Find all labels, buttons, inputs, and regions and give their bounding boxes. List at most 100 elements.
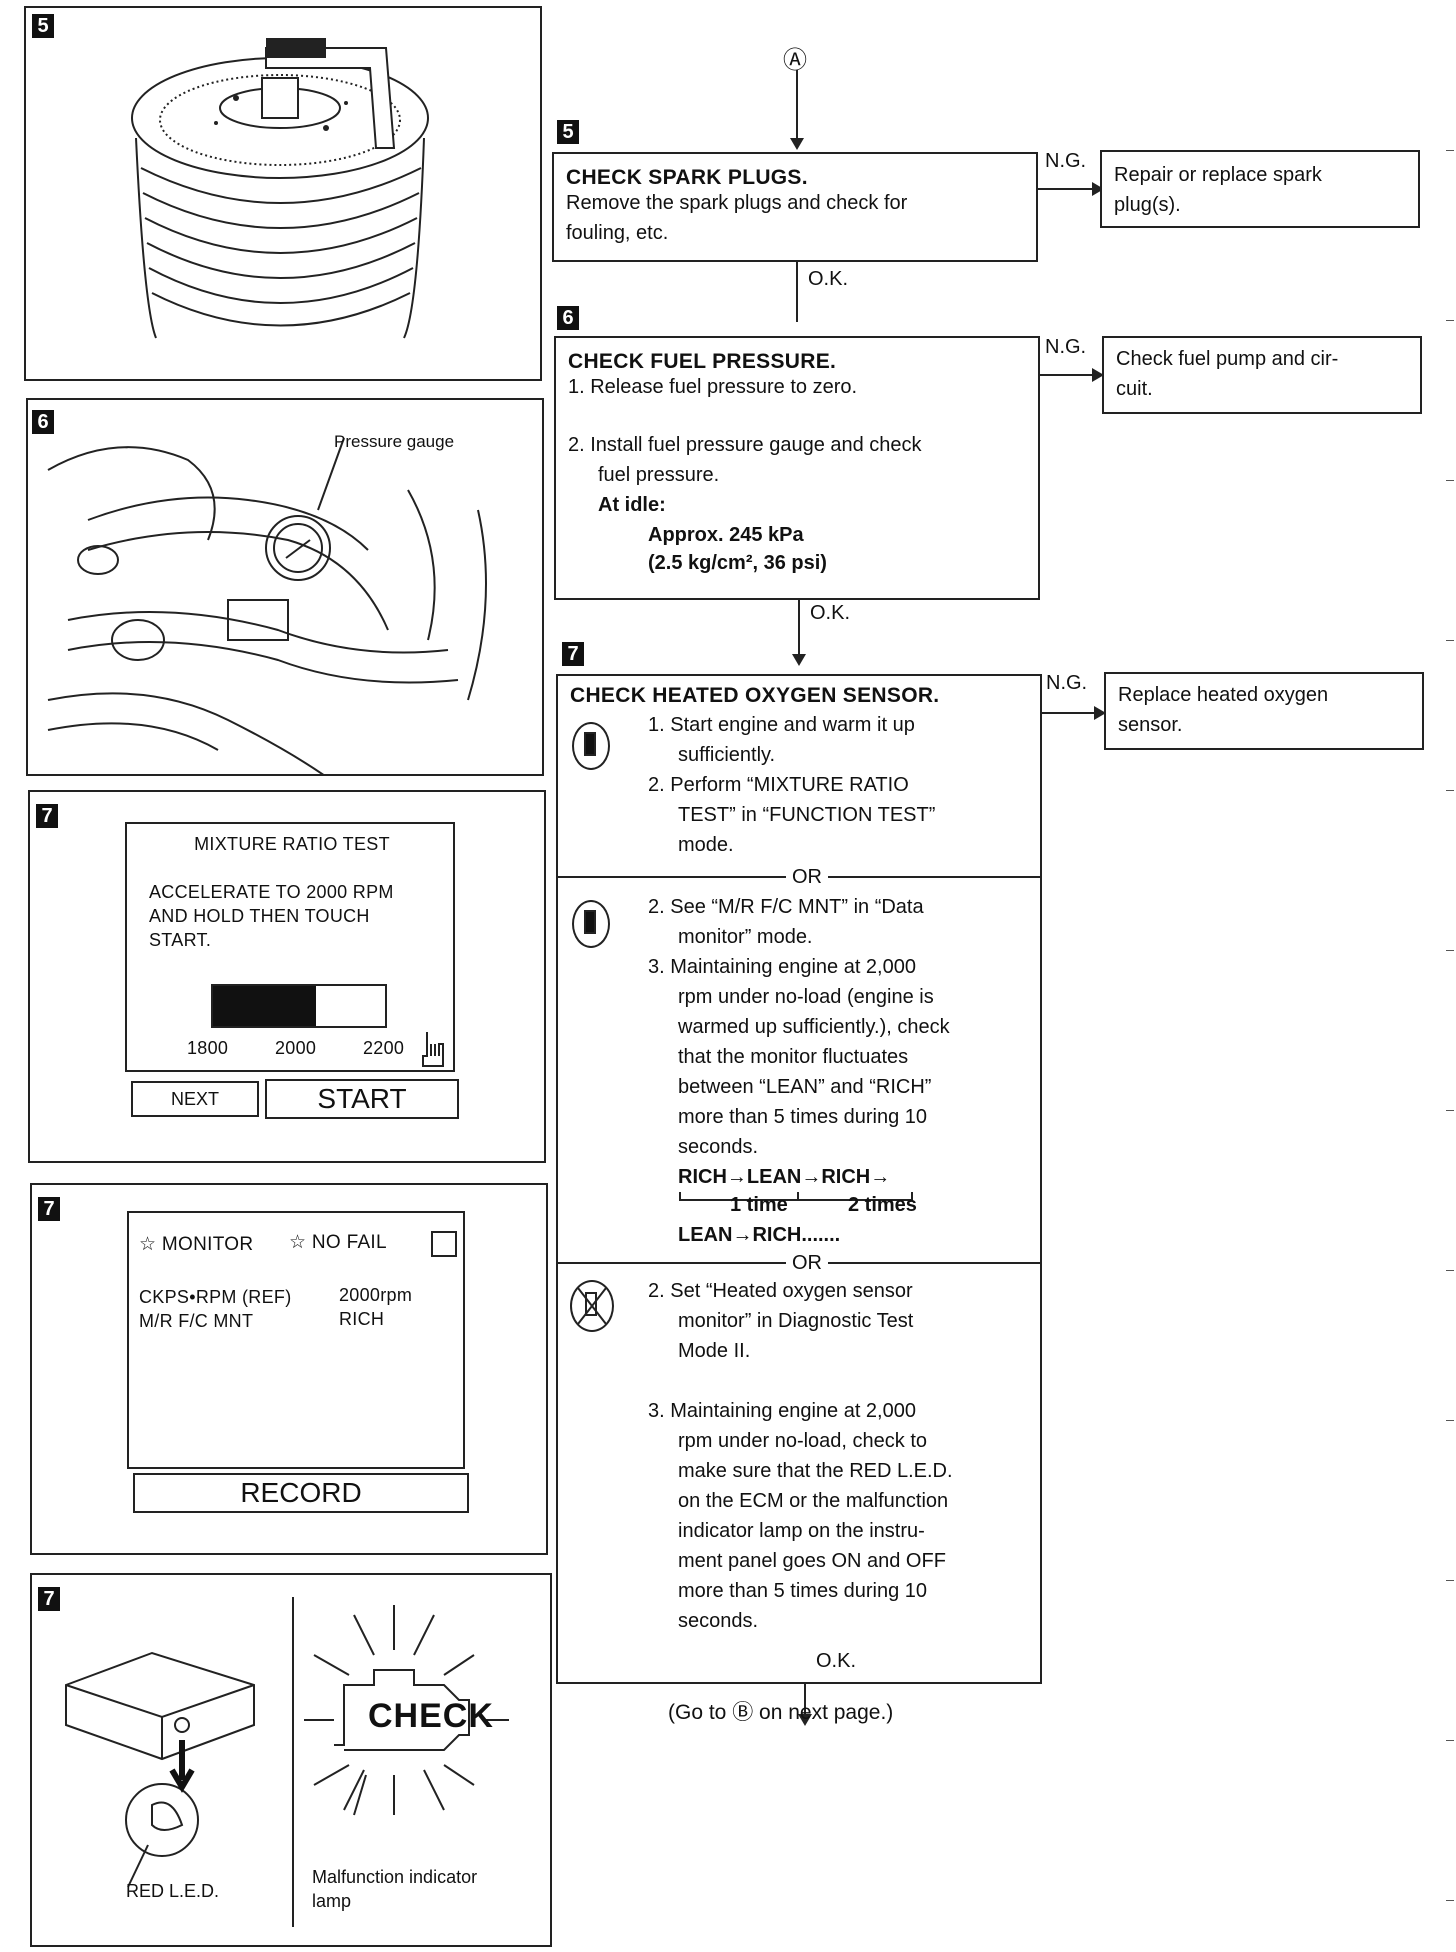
ok-label: O.K. <box>808 268 849 290</box>
margin-tick <box>1446 950 1454 951</box>
screen-instruction-2: AND HOLD THEN TOUCH <box>149 906 370 926</box>
sequence-brace <box>679 1192 913 1201</box>
ok-label: O.K. <box>810 602 851 624</box>
step6-ng-box: Check fuel pump and cir- cuit. <box>1102 336 1422 414</box>
a2-line3: mode. <box>678 834 734 856</box>
ng-action-2: sensor. <box>1118 714 1183 736</box>
margin-tick <box>1446 790 1454 791</box>
c3-line1: 3. Maintaining engine at 2,000 <box>648 1400 916 1422</box>
start-button[interactable]: START <box>265 1079 459 1119</box>
flow-arrow <box>796 70 798 144</box>
b2-line1: 2. See “M/R F/C MNT” in “Data <box>648 896 924 918</box>
step7-ng-box: Replace heated oxygen sensor. <box>1104 672 1424 750</box>
spark-plug-illustration <box>131 38 429 339</box>
no-fail-label: ☆ NO FAIL <box>289 1232 387 1253</box>
c3-line4: on the ECM or the malfunction <box>678 1490 949 1512</box>
monitor-row-value: 2000rpm <box>339 1285 413 1305</box>
margin-tick <box>1446 1110 1454 1111</box>
figure-badge: 7 <box>38 1197 60 1221</box>
mil-label-line1: Malfunction indicator <box>312 1867 478 1887</box>
mixture-ratio-test-figure: 7 MIXTURE RATIO TEST ACCELERATE TO 2000 … <box>28 790 546 1163</box>
one-time-label: 1 time <box>730 1194 788 1216</box>
b3-line7: seconds. <box>678 1136 759 1158</box>
a2-line1: 2. Perform “MIXTURE RATIO <box>648 774 909 796</box>
sequence-2: LEAN→RICH....... <box>678 1224 841 1246</box>
ng-arrow <box>1040 374 1096 376</box>
margin-tick <box>1446 1740 1454 1741</box>
step6-item2-2: fuel pressure. <box>598 464 720 486</box>
step5-box: CHECK SPARK PLUGS. Remove the spark plug… <box>552 152 1038 262</box>
ng-arrow <box>1042 712 1098 714</box>
start-marker: Ⓐ <box>783 47 807 74</box>
check-lamp-illustration <box>304 1605 509 1816</box>
step5-body-1: Remove the spark plugs and check for <box>566 192 908 214</box>
flow-arrow <box>804 1684 806 1720</box>
margin-tick <box>1446 150 1454 151</box>
step-badge: 5 <box>557 120 579 144</box>
margin-tick <box>1446 320 1454 321</box>
check-lamp-text: CHECK <box>368 1697 494 1735</box>
gauge-mid-label: 2000 <box>275 1038 317 1058</box>
monitor-screen: ☆ MONITOR ☆ NO FAIL CKPS•RPM (REF) 2000r… <box>127 1211 465 1469</box>
led-check-lamp-figure: 7 RED L.E.D. <box>30 1573 552 1947</box>
c2-line3: Mode II. <box>678 1340 751 1362</box>
ng-label: N.G. <box>1046 672 1088 694</box>
c3-line3: make sure that the RED L.E.D. <box>678 1460 953 1482</box>
screen-instruction-1: ACCELERATE TO 2000 RPM <box>149 882 394 902</box>
monitor-label: ☆ MONITOR <box>139 1234 254 1255</box>
go-to-next-page: (Go to Ⓑ on next page.) <box>668 1701 894 1724</box>
or-label: OR <box>786 1252 828 1275</box>
gauge-min-label: 1800 <box>187 1038 229 1058</box>
fuel-pressure-figure: 6 Pressure gauge <box>26 398 544 776</box>
pressure-value-2: (2.5 kg/cm², 36 psi) <box>648 552 827 574</box>
arrowhead <box>792 654 806 666</box>
margin-tick <box>1446 1580 1454 1581</box>
mil-label-line2: lamp <box>312 1891 352 1911</box>
step5-title: CHECK SPARK PLUGS. <box>566 166 808 189</box>
a1-line1: 1. Start engine and warm it up <box>648 714 915 736</box>
spark-plug-figure: 5 <box>24 6 542 381</box>
pressure-value-1: Approx. 245 kPa <box>648 524 804 546</box>
margin-tick <box>1446 1900 1454 1901</box>
margin-tick <box>1446 640 1454 641</box>
c3-line6: ment panel goes ON and OFF <box>678 1550 946 1572</box>
next-button[interactable]: NEXT <box>131 1081 259 1117</box>
c3-line5: indicator lamp on the instru- <box>678 1520 925 1542</box>
screen-title: MIXTURE RATIO TEST <box>194 834 390 854</box>
data-monitor-figure: 7 ☆ MONITOR ☆ NO FAIL CKPS•RPM (REF) 200… <box>30 1183 548 1555</box>
flow-arrow <box>798 600 800 660</box>
figure-badge: 7 <box>36 804 58 828</box>
no-consult-icon <box>570 1280 614 1332</box>
rpm-gauge-fill <box>213 986 317 1026</box>
step6-box: CHECK FUEL PRESSURE. 1. Release fuel pre… <box>554 336 1040 600</box>
step6-item2-1: 2. Install fuel pressure gauge and check <box>568 434 922 456</box>
consult-screen: MIXTURE RATIO TEST ACCELERATE TO 2000 RP… <box>125 822 455 1072</box>
record-button[interactable]: RECORD <box>133 1473 469 1513</box>
b2-line2: monitor” mode. <box>678 926 813 948</box>
ng-action-2: plug(s). <box>1114 194 1181 216</box>
select-checkbox[interactable] <box>431 1231 457 1257</box>
a1-line2: sufficiently. <box>678 744 776 766</box>
b3-line6: more than 5 times during 10 <box>678 1106 928 1128</box>
margin-tick <box>1446 1420 1454 1421</box>
at-idle-label: At idle: <box>598 494 666 516</box>
figure-divider <box>292 1597 294 1927</box>
monitor-row-value: RICH <box>339 1309 385 1329</box>
c3-line2: rpm under no-load, check to <box>678 1430 928 1452</box>
b3-line3: warmed up sufficiently.), check <box>678 1016 950 1038</box>
ecm-led-illustration <box>65 1651 255 1888</box>
c2-line2: monitor” in Diagnostic Test <box>678 1310 914 1332</box>
b3-line4: that the monitor fluctuates <box>678 1046 909 1068</box>
step7-box: CHECK HEATED OXYGEN SENSOR. 1. Start eng… <box>556 674 1042 1684</box>
consult-icon <box>572 722 610 770</box>
ng-action-1: Repair or replace spark <box>1114 164 1322 186</box>
ng-action-2: cuit. <box>1116 378 1153 400</box>
arrowhead <box>790 138 804 150</box>
screen-instruction-3: START. <box>149 930 212 950</box>
two-times-label: 2 times <box>848 1194 917 1216</box>
arrowhead <box>1092 368 1104 382</box>
monitor-row-name: M/R F/C MNT <box>139 1311 254 1331</box>
step7-title: CHECK HEATED OXYGEN SENSOR. <box>570 684 940 707</box>
gauge-max-label: 2200 <box>363 1038 405 1058</box>
figure-badge: 6 <box>32 410 54 434</box>
